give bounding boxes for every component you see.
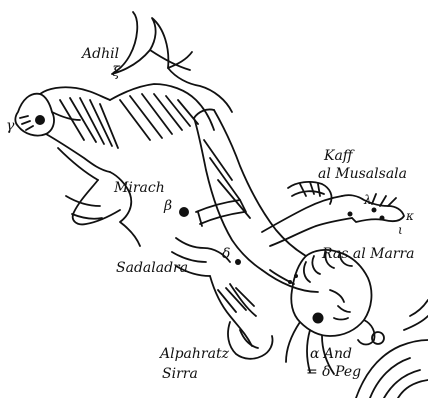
cloth-lower-2 — [230, 284, 256, 316]
label-delta-peg: = δ Peg — [306, 364, 361, 380]
label-iota: ι — [398, 222, 403, 238]
label-alpheratz-line-2: Sirra — [162, 366, 198, 382]
star-gamma — [35, 115, 45, 125]
label-adhil: Adhil — [82, 46, 119, 62]
label-gamma: γ — [6, 118, 14, 134]
label-alpheratz-line-1: Alpahratz — [160, 346, 229, 362]
star-minor-2 — [288, 280, 292, 284]
star-kappa — [380, 216, 385, 221]
label-kaff-line-2: al Musalsala — [318, 166, 407, 182]
leg-hatching — [60, 98, 118, 148]
label-ras-al-marra: Ras al Marra — [322, 246, 415, 262]
face-features — [330, 290, 350, 320]
label-kappa: κ — [406, 208, 414, 224]
left-ankle — [52, 112, 80, 120]
torso-fold-1 — [204, 140, 232, 180]
star-iota — [348, 212, 353, 217]
torso-fold-2 — [210, 158, 240, 200]
torso-top — [194, 109, 214, 118]
label-sadaladra: Sadaladra — [116, 260, 188, 276]
robe-fold-b — [72, 214, 102, 219]
label-beta: β — [164, 198, 172, 214]
toe-lines — [20, 116, 33, 130]
label-mirach: Mirach — [114, 180, 165, 196]
rock-lines — [356, 340, 428, 398]
label-xi: ξ — [112, 64, 120, 80]
star-alpha-alpheratz — [313, 313, 324, 324]
robe-hatching — [120, 94, 198, 140]
label-lambda: λ — [364, 192, 372, 208]
star-beta-mirach — [179, 207, 189, 217]
label-delta: δ — [222, 246, 230, 262]
kaff-lines — [300, 182, 320, 196]
star-delta — [235, 259, 241, 265]
star-minor-1 — [294, 274, 298, 278]
arm-lower — [270, 218, 352, 246]
lower-drapery — [228, 322, 273, 359]
left-leg-upper — [40, 87, 110, 100]
rock-outline — [404, 300, 428, 330]
head-outline — [291, 250, 371, 336]
star-lambda — [372, 208, 377, 213]
left-foot — [15, 94, 54, 136]
label-alpha-and: α And — [310, 346, 352, 362]
label-kaff-line-1: Kaff — [324, 148, 353, 164]
